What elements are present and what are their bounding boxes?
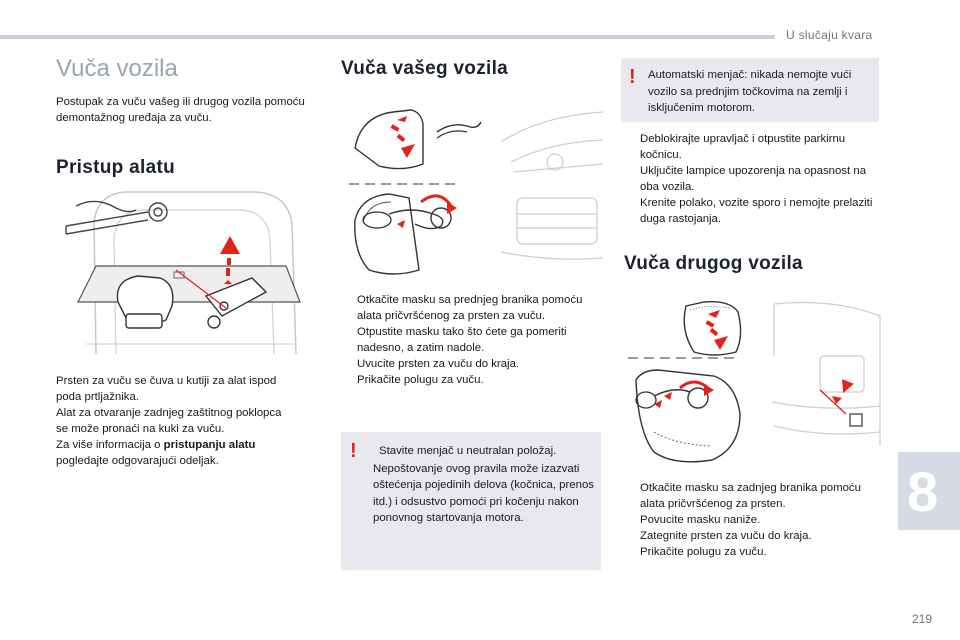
toolbox-text: Prsten za vuču se čuva u kutiji za alat … xyxy=(56,373,326,469)
trunk-illustration xyxy=(56,184,324,354)
chapter-tab xyxy=(898,452,960,530)
automatic-gearbox-warning-text: Automatski menjač: nikada nemojte vući v… xyxy=(648,69,852,114)
step-item: Krenite polako, vozite sporo i nemojte p… xyxy=(624,195,882,227)
neutral-warning-text: Stavite menjač u neutralan položaj. Nepo… xyxy=(373,443,595,527)
warning-icon: ! xyxy=(629,66,636,88)
step-text: Otpustite masku tako što ćete ga pomerit… xyxy=(357,326,567,354)
step-text: Krenite polako, vozite sporo i nemojte p… xyxy=(640,197,873,225)
toolbox-line-1: Prsten za vuču se čuva u kutiji za alat … xyxy=(56,375,277,387)
step-item: Prikačite polugu za vuču. xyxy=(341,372,593,388)
front-bumper-illustration xyxy=(349,109,603,275)
toolbox-line-2: poda prtljažnika. xyxy=(56,391,139,403)
step-text: Uključite lampice upozorenja na opasnost… xyxy=(640,165,867,193)
step-item: Uključite lampice upozorenja na opasnost… xyxy=(624,163,882,195)
step-text: Prikačite polugu za vuču. xyxy=(357,374,484,386)
section-title: U slučaju kvara xyxy=(786,28,873,42)
step-item: Uvucite prsten za vuču do kraja. xyxy=(341,356,593,372)
step-item: Otkačite masku sa prednjeg branika pomoć… xyxy=(341,292,593,324)
more-info-suffix: pogledajte odgovarajući odeljak. xyxy=(56,455,219,467)
automatic-gearbox-warning-box xyxy=(621,58,879,122)
rear-bumper-illustration xyxy=(628,301,881,463)
neutral-warning-box xyxy=(341,432,601,570)
step-text: Otkačite masku sa zadnjeg branika pomoću… xyxy=(640,482,861,510)
step-item: Deblokirajte upravljač i otpustite parki… xyxy=(624,131,882,163)
page-title: Vuča vozila xyxy=(56,55,178,82)
step-text: Deblokirajte upravljač i otpustite parki… xyxy=(640,133,846,161)
step-item: Otkačite masku sa zadnjeg branika pomoću… xyxy=(624,480,886,512)
warning-icon: ! xyxy=(350,440,357,462)
tow-your-vehicle-steps: Otkačite masku sa prednjeg branika pomoć… xyxy=(341,292,593,388)
step-item: Povucite masku naniže. xyxy=(624,512,886,528)
step-item: Otpustite masku tako što ćete ga pomerit… xyxy=(341,324,593,356)
step-text: Prikačite polugu za vuču. xyxy=(640,546,767,558)
step-text: Povucite masku naniže. xyxy=(640,514,761,526)
chapter-number: 8 xyxy=(907,460,939,523)
step-item: Zategnite prsten za vuču do kraja. xyxy=(624,528,886,544)
tow-your-vehicle-title: Vuča vašeg vozila xyxy=(341,58,509,79)
step-item: Prikačite polugu za vuču. xyxy=(624,544,886,560)
general-towing-steps: Deblokirajte upravljač i otpustite parki… xyxy=(624,131,882,227)
step-text: Uvucite prsten za vuču do kraja. xyxy=(357,358,520,370)
more-info-prefix: Za više informacija o xyxy=(56,439,164,451)
tow-other-vehicle-title: Vuča drugog vozila xyxy=(624,253,803,274)
tow-other-vehicle-steps: Otkačite masku sa zadnjeg branika pomoću… xyxy=(624,480,886,560)
access-title: Pristup alatu xyxy=(56,157,175,178)
toolbox-line-4: se može pronaći na kuki za vuču. xyxy=(56,423,225,435)
neutral-warning-body: Stavite menjač u neutralan položaj. Nepo… xyxy=(373,445,594,524)
header-bar xyxy=(0,35,775,39)
more-info-link-text: pristupanju alatu xyxy=(163,439,256,451)
toolbox-line-3: Alat za otvaranje zadnjeg zaštitnog pokl… xyxy=(56,407,282,419)
page-number: 219 xyxy=(912,612,933,626)
intro-text: Postupak za vuču vašeg ili drugog vozila… xyxy=(56,96,305,124)
step-text: Zategnite prsten za vuču do kraja. xyxy=(640,530,812,542)
step-text: Otkačite masku sa prednjeg branika pomoć… xyxy=(357,294,583,322)
